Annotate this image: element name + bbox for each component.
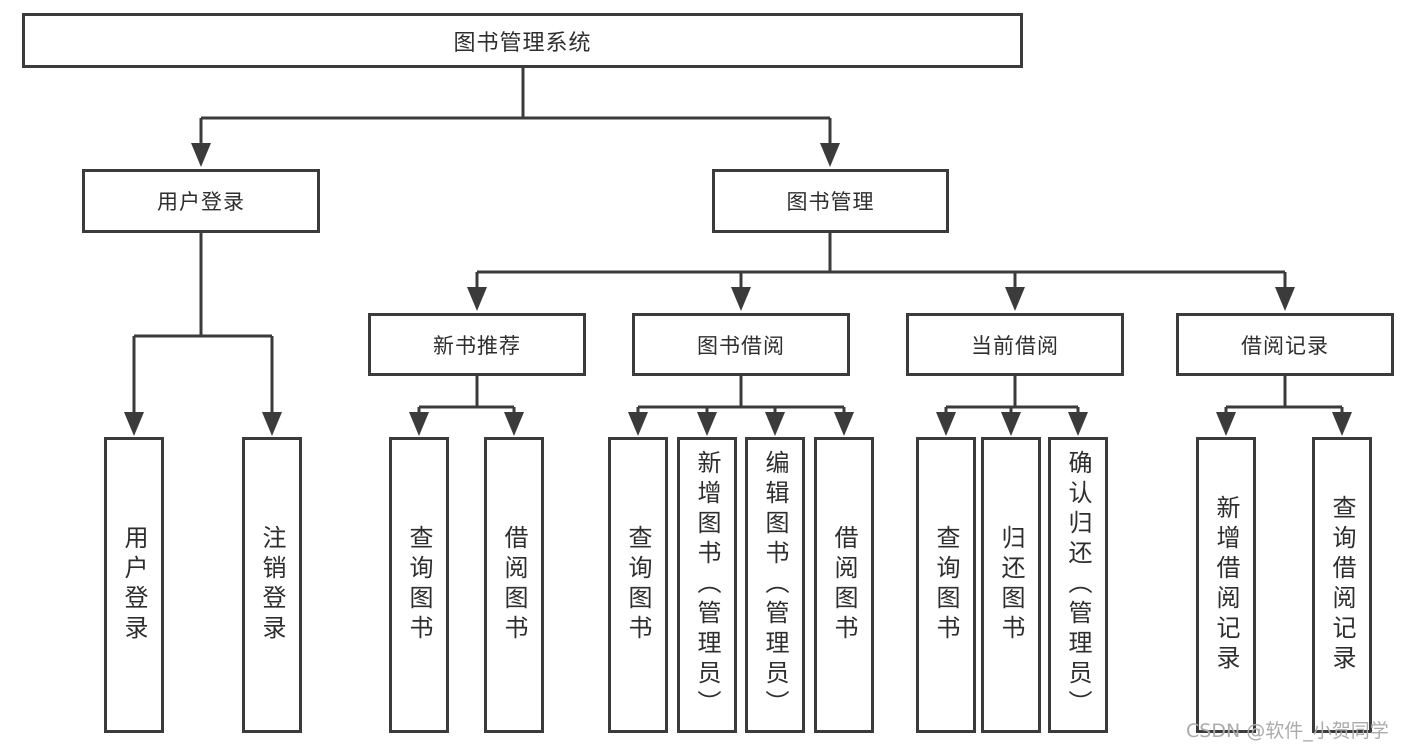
leaf-borrowing-add-books-admin-label: 新增图书（管理员）: [693, 450, 721, 720]
connector-book-mgmt-to-level3: [475, 233, 1287, 292]
leaf-current-query-books: 查询图书: [916, 437, 976, 733]
leaf-borrowing-query-books: 查询图书: [608, 437, 668, 733]
node-library-system: 图书管理系统: [22, 13, 1023, 68]
node-current-borrowing-label: 当前借阅: [971, 333, 1059, 358]
leaf-logout-label: 注销登录: [258, 525, 286, 645]
leaf-borrowing-edit-books-admin-label: 编辑图书（管理员）: [761, 450, 789, 720]
node-library-system-label: 图书管理系统: [453, 30, 592, 56]
leaf-logout: 注销登录: [242, 437, 302, 733]
leaf-newbook-borrow-books-label: 借阅图书: [500, 525, 528, 645]
leaf-newbook-query-books: 查询图书: [389, 437, 449, 733]
node-user-login: 用户登录: [82, 169, 320, 233]
leaf-borrowing-add-books-admin: 新增图书（管理员）: [677, 437, 737, 733]
leaf-newbook-query-books-label: 查询图书: [405, 525, 433, 645]
node-new-book-recommend: 新书推荐: [368, 313, 586, 376]
node-book-management: 图书管理: [712, 169, 949, 233]
node-book-management-label: 图书管理: [786, 190, 875, 214]
leaf-newbook-borrow-books: 借阅图书: [484, 437, 544, 733]
connector-current-borrow-to-leaves: [944, 376, 1080, 417]
leaf-borrowing-borrow-books: 借阅图书: [814, 437, 874, 733]
node-current-borrowing: 当前借阅: [906, 313, 1124, 376]
leaf-current-query-books-label: 查询图书: [932, 525, 960, 645]
leaf-records-add-record: 新增借阅记录: [1196, 437, 1256, 733]
connector-new-book-to-leaves: [417, 376, 516, 417]
node-new-book-recommend-label: 新书推荐: [433, 333, 521, 358]
leaf-current-confirm-return-admin: 确认归还（管理员）: [1048, 437, 1108, 733]
connector-root-to-level2: [199, 68, 832, 148]
node-book-borrowing: 图书借阅: [632, 313, 850, 376]
leaf-user-login-label: 用户登录: [120, 525, 148, 645]
leaf-current-return-books: 归还图书: [981, 437, 1041, 733]
connector-book-borrow-to-leaves: [636, 376, 846, 417]
node-borrowing-records: 借阅记录: [1176, 313, 1394, 376]
leaf-borrowing-edit-books-admin: 编辑图书（管理员）: [745, 437, 805, 733]
node-borrowing-records-label: 借阅记录: [1241, 333, 1329, 358]
node-user-login-label: 用户登录: [157, 190, 245, 214]
leaf-borrowing-query-books-label: 查询图书: [624, 525, 652, 645]
leaf-records-add-record-label: 新增借阅记录: [1212, 495, 1240, 675]
leaf-current-confirm-return-admin-label: 确认归还（管理员）: [1064, 450, 1092, 720]
leaf-current-return-books-label: 归还图书: [997, 525, 1025, 645]
leaf-user-login: 用户登录: [104, 437, 164, 733]
leaf-records-query-record: 查询借阅记录: [1312, 437, 1372, 733]
connector-borrow-record-to-leaves: [1224, 376, 1344, 417]
connector-user-login-to-leaves: [132, 233, 274, 414]
leaf-borrowing-borrow-books-label: 借阅图书: [830, 525, 858, 645]
node-book-borrowing-label: 图书借阅: [697, 333, 785, 358]
leaf-records-query-record-label: 查询借阅记录: [1328, 495, 1356, 675]
csdn-watermark: CSDN @软件_小贺同学: [1186, 720, 1389, 742]
